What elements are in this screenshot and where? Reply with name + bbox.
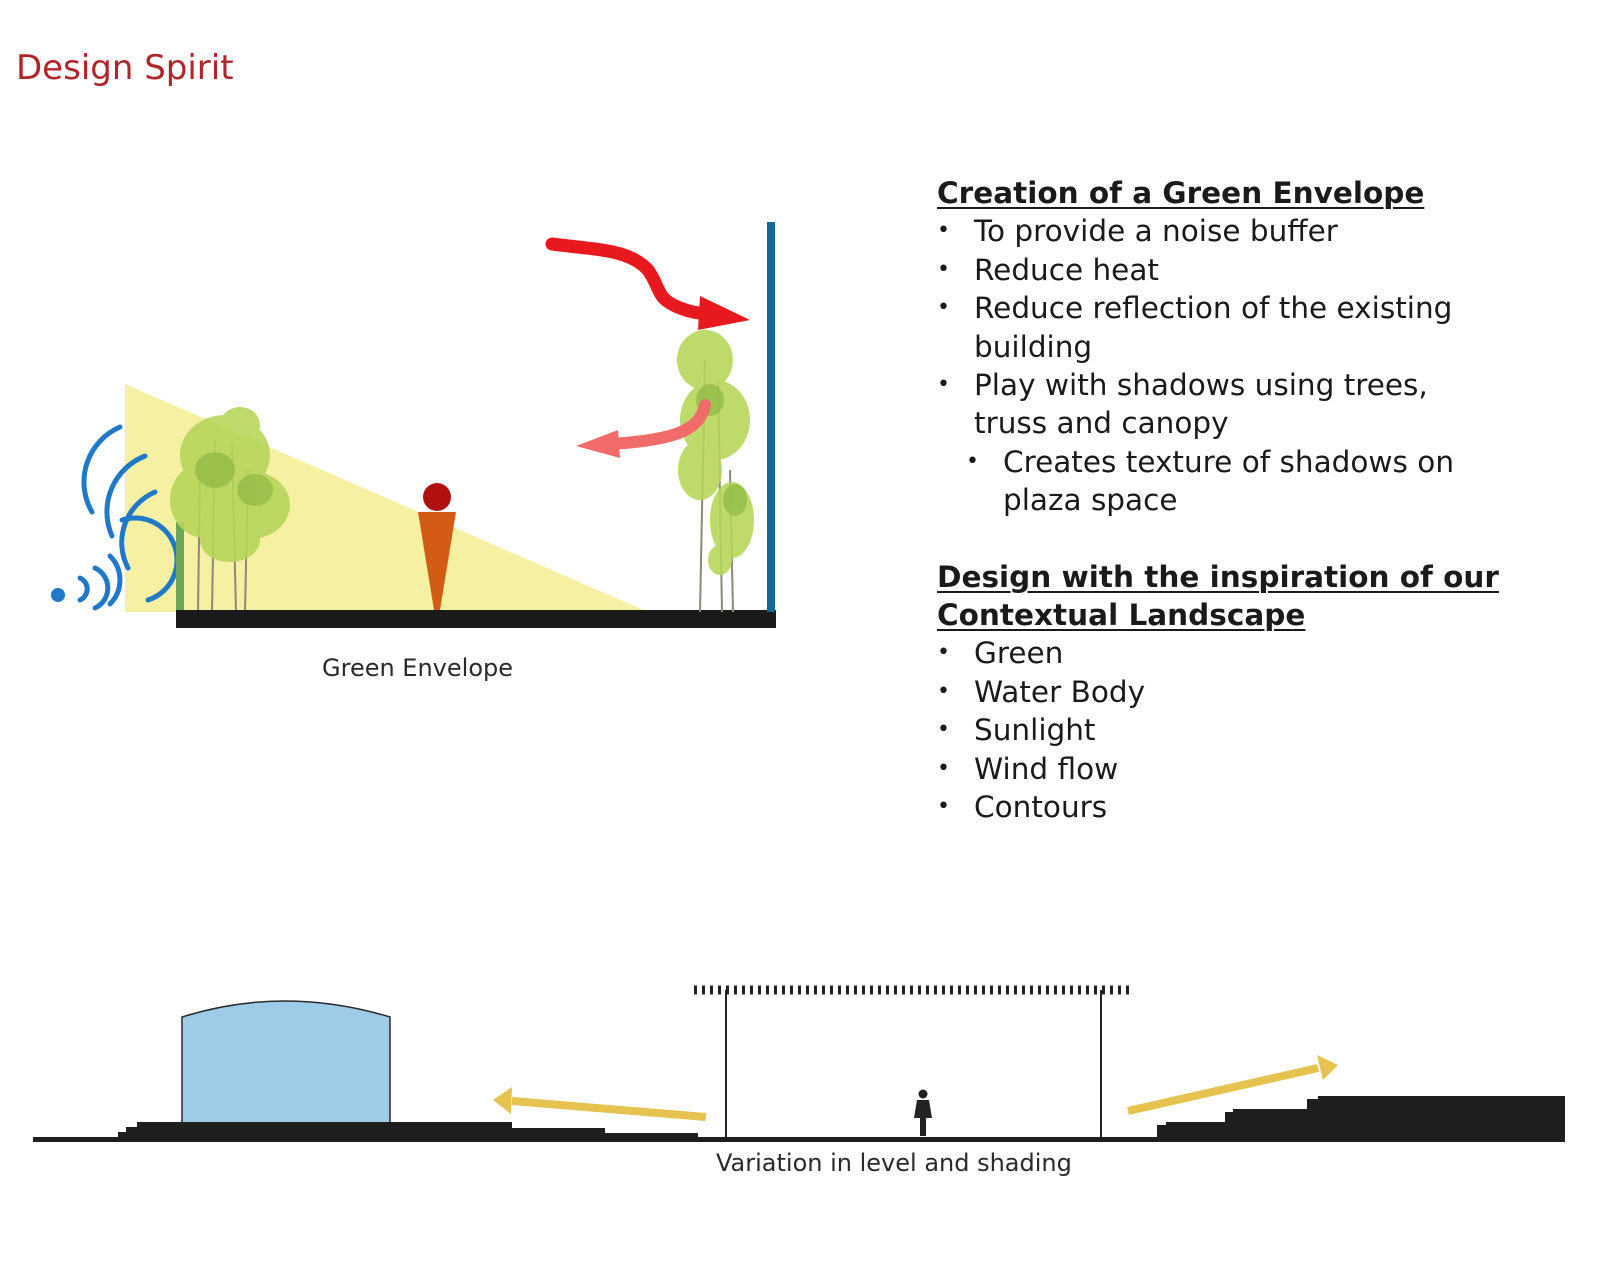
- ground-profile-right: [1157, 1096, 1565, 1141]
- list-item: Play with shadows using trees,truss and …: [937, 366, 1577, 443]
- text-panel: Creation of a Green Envelope To provide …: [937, 174, 1577, 827]
- water-tank-icon: [181, 1000, 391, 1126]
- sound-wave-icon: [51, 424, 180, 611]
- person-icon: [914, 1089, 932, 1136]
- green-envelope-caption: Green Envelope: [322, 654, 514, 682]
- low-wall: [176, 522, 184, 612]
- list-item: Wind flow: [937, 750, 1577, 789]
- wind-arrow-icon: [493, 1087, 707, 1121]
- list-item: Reduce heat: [937, 251, 1577, 290]
- list-item: Reduce reflection of the existingbuildin…: [937, 289, 1577, 366]
- ground-slab: [176, 610, 776, 628]
- wind-arrow-icon: [1127, 1055, 1338, 1115]
- ground-profile-left: [33, 1122, 1565, 1142]
- level-shading-caption: Variation in level and shading: [716, 1149, 1072, 1177]
- heat-arrow-icon: [545, 237, 750, 330]
- section-green-envelope: Creation of a Green Envelope To provide …: [937, 174, 1577, 520]
- building-wall: [767, 222, 775, 612]
- tree-icon: [170, 407, 290, 613]
- canopy-truss-icon: [694, 985, 1132, 1138]
- page-title: Design Spirit: [16, 48, 234, 88]
- bullet-list: To provide a noise buffer Reduce heat Re…: [937, 212, 1577, 519]
- list-item: Water Body: [937, 673, 1577, 712]
- green-envelope-diagram: [51, 222, 776, 628]
- list-item: Sunlight: [937, 711, 1577, 750]
- tree-icon: [677, 330, 754, 613]
- bullet-list: Green Water Body Sunlight Wind flow Cont…: [937, 634, 1577, 826]
- list-item: To provide a noise buffer: [937, 212, 1577, 251]
- section-heading: Creation of a Green Envelope: [937, 176, 1425, 210]
- list-item: Contours: [937, 788, 1577, 827]
- person-icon: [418, 483, 456, 610]
- list-item: Green: [937, 634, 1577, 673]
- level-shading-section: [33, 985, 1565, 1142]
- reflection-arrow-icon: [576, 399, 711, 458]
